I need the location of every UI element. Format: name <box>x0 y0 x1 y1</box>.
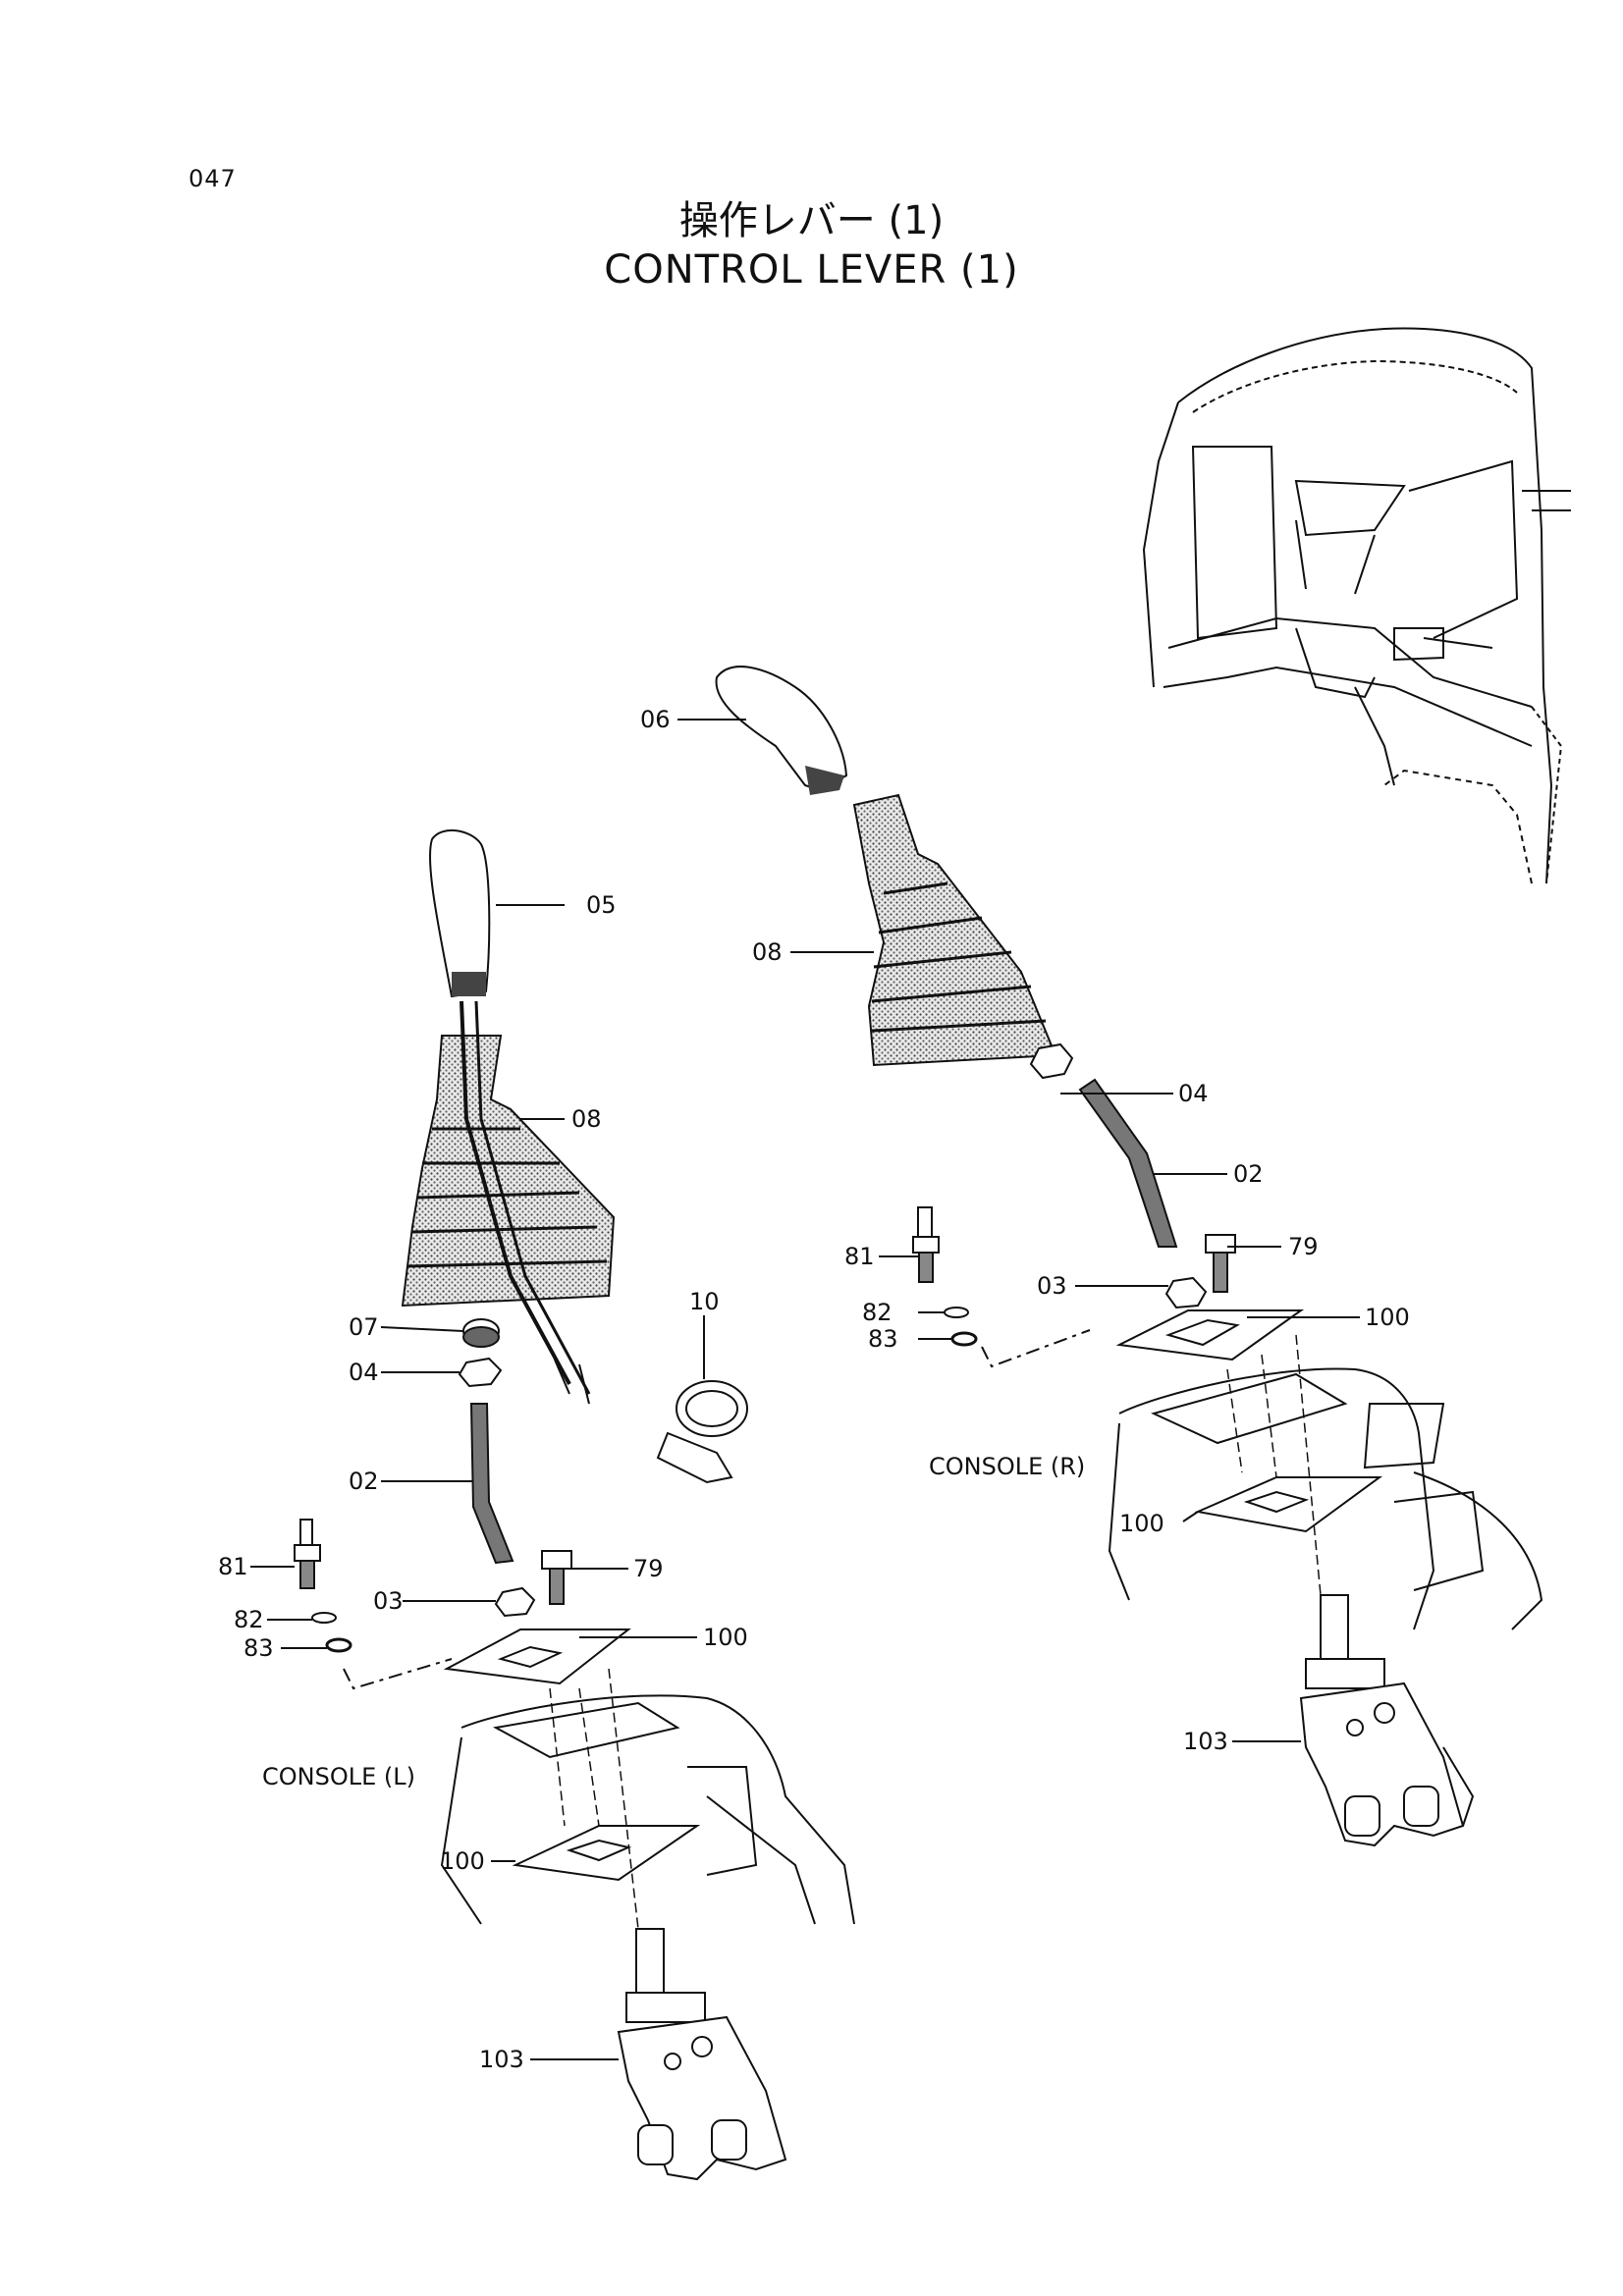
callout-82-right: 82 <box>862 1299 893 1326</box>
clamp-10 <box>656 1380 748 1484</box>
callout-08-right: 08 <box>752 938 783 966</box>
plate-100-left-top <box>443 1629 631 1685</box>
callout-83-right: 83 <box>868 1325 898 1353</box>
callout-83-left: 83 <box>243 1634 274 1662</box>
console-right <box>1108 1367 1435 1630</box>
console-left <box>440 1694 855 1925</box>
console-right-label: CONSOLE (R) <box>929 1453 1086 1480</box>
callout-03-right: 03 <box>1037 1272 1067 1300</box>
plate-100-left-bottom <box>512 1825 701 1882</box>
bolt-79-right <box>1205 1234 1236 1293</box>
page-title-japanese: 操作レバー (1) <box>678 198 945 243</box>
callout-02-right: 02 <box>1233 1160 1264 1188</box>
callout-79-left: 79 <box>633 1555 664 1582</box>
pilot-valve-103-left <box>617 1928 787 2181</box>
bolt-79-left <box>541 1550 572 1605</box>
leader-lines <box>250 719 1360 2060</box>
callout-02-left: 02 <box>349 1468 379 1495</box>
callout-08-left: 08 <box>571 1105 602 1133</box>
nut-04-right <box>1029 1042 1074 1080</box>
callout-103-left: 103 <box>479 2046 524 2073</box>
callout-07: 07 <box>349 1313 379 1341</box>
plate-100-right-bottom <box>1194 1476 1383 1533</box>
callout-79-right: 79 <box>1288 1233 1319 1260</box>
callout-100-left-top: 100 <box>703 1624 748 1651</box>
callout-04-left: 04 <box>349 1359 379 1386</box>
pilot-valve-103-right <box>1299 1594 1475 1847</box>
callout-82-left: 82 <box>234 1606 264 1633</box>
console-left-label: CONSOLE (L) <box>262 1763 415 1790</box>
grip-05-shape <box>429 828 491 998</box>
callout-100-right-top: 100 <box>1365 1304 1410 1331</box>
plate-100-right-top <box>1115 1309 1305 1362</box>
right-lever-group <box>715 666 1543 1847</box>
rod-02-right <box>1078 1078 1178 1248</box>
callout-81-left: 81 <box>218 1553 248 1580</box>
grip-06-shape <box>715 666 848 792</box>
page-number: 047 <box>189 165 237 192</box>
callout-100-left-bottom: 100 <box>440 1847 485 1875</box>
callout-04-right: 04 <box>1178 1080 1209 1107</box>
boot-08-left <box>401 1035 616 1308</box>
rod-02-left <box>469 1403 514 1565</box>
callout-100-right-bottom: 100 <box>1119 1510 1164 1537</box>
stud-81-left <box>294 1519 321 1589</box>
callout-06: 06 <box>640 706 671 733</box>
left-lever-group <box>294 828 855 2181</box>
stud-81-right <box>912 1206 940 1283</box>
callout-10: 10 <box>689 1288 720 1315</box>
callout-05: 05 <box>586 891 617 919</box>
page-title-english: CONTROL LEVER (1) <box>604 247 1019 293</box>
cab-illustration <box>1142 327 1571 884</box>
callout-81-right: 81 <box>844 1243 875 1270</box>
callout-03-left: 03 <box>373 1587 404 1615</box>
callout-103-right: 103 <box>1183 1728 1228 1755</box>
